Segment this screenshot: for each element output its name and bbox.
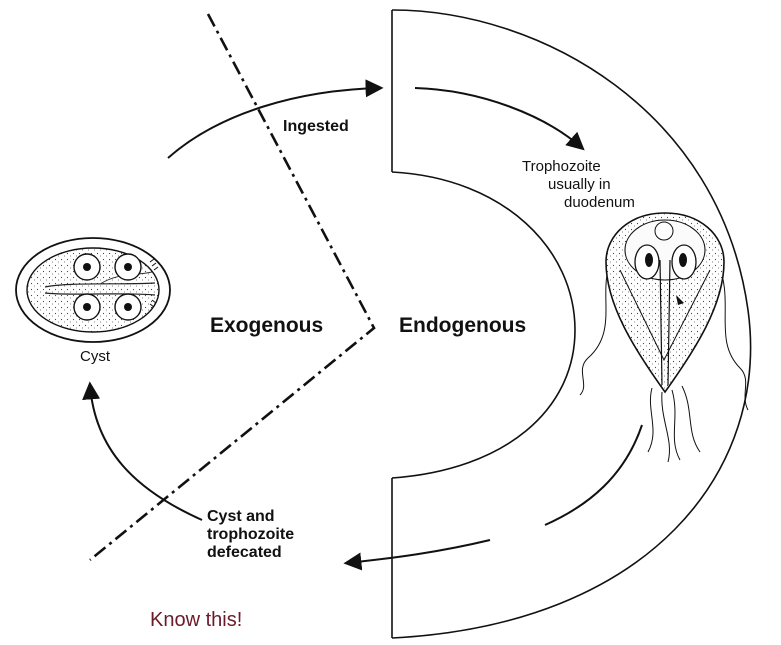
- label-defecated: Cyst and trophozoite defecated: [207, 508, 294, 562]
- cyst-illustration: [16, 238, 170, 342]
- trophozoite-illustration: [580, 213, 748, 462]
- return-to-cyst-arrow: [90, 385, 202, 520]
- label-endogenous: Endogenous: [399, 314, 526, 338]
- know-this-note: Know this!: [150, 609, 242, 632]
- label-trophozoite-line-2: usually in: [522, 176, 635, 194]
- label-defecated-line-2: trophozoite: [207, 526, 294, 544]
- to-exit-arrow: [545, 425, 642, 525]
- label-trophozoite-line-3: duodenum: [522, 194, 635, 212]
- defecated-arrow: [347, 540, 490, 563]
- label-ingested: Ingested: [283, 118, 349, 136]
- label-cyst: Cyst: [80, 348, 110, 365]
- label-defecated-line-1: Cyst and: [207, 508, 294, 526]
- label-trophozoite-line-1: Trophozoite: [522, 158, 635, 176]
- to-duodenum-arrow: [415, 88, 582, 148]
- label-exogenous: Exogenous: [210, 314, 323, 338]
- label-defecated-line-3: defecated: [207, 544, 294, 562]
- label-trophozoite: Trophozoite usually in duodenum: [522, 158, 635, 212]
